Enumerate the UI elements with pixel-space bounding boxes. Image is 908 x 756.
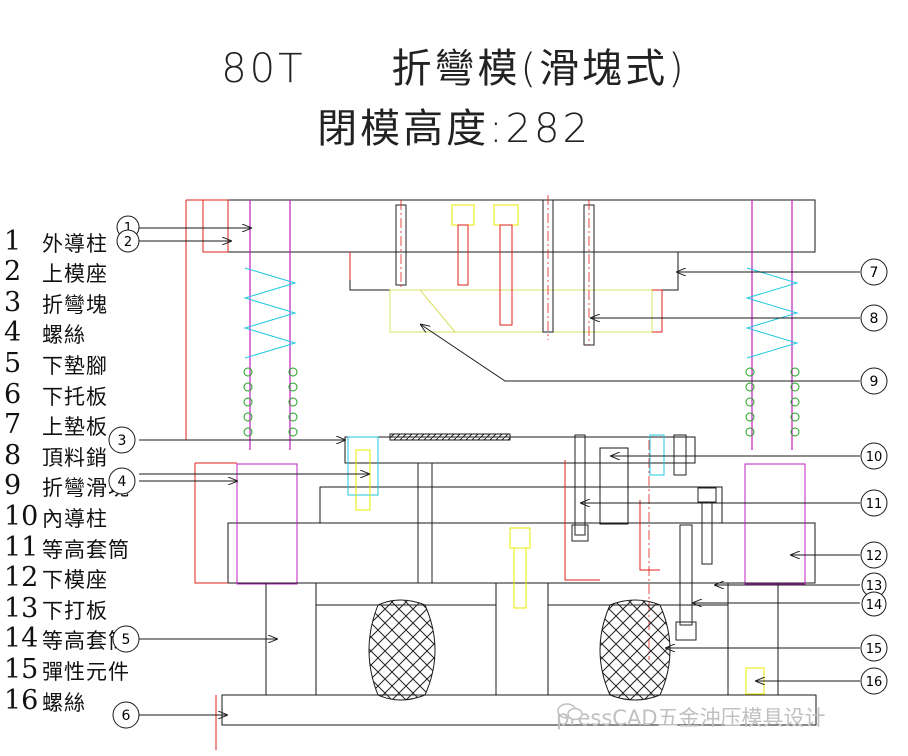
legend-number: 16: [4, 684, 39, 716]
balloon-10-label: 10: [866, 450, 883, 465]
lower-die-shoe: [227, 463, 816, 585]
bending-block: [389, 289, 653, 333]
legend-number: 15: [4, 653, 39, 685]
balloon-4: 4: [108, 467, 136, 495]
balloon-8: 8: [860, 304, 888, 332]
elastic-elements: [368, 599, 671, 701]
legend-part-name: 上墊板: [42, 415, 108, 440]
legend-number: 8: [4, 439, 22, 471]
legend-number: 2: [4, 256, 22, 288]
closed-height-label: 閉模高度:282: [317, 106, 591, 152]
balloon-15-label: 15: [866, 642, 883, 657]
legend-item: 1 外導柱: [4, 225, 174, 256]
legend-item: 8 頂料銷: [4, 439, 174, 470]
legend-part-name: 下墊腳: [42, 353, 108, 378]
lower-dims: [194, 460, 660, 750]
legend-part-name: 頂料銷: [42, 445, 108, 470]
legend-item: 7 上墊板: [4, 409, 174, 440]
guide-post-dims: [185, 199, 663, 441]
legend-part-name: 等高套筒: [42, 537, 130, 562]
legend-part-name: 下托板: [42, 384, 108, 409]
legend-item: 4 螺絲: [4, 317, 174, 348]
legend-number: 6: [4, 378, 22, 410]
legend-number: 14: [4, 623, 39, 655]
legend-item: 3 折彎塊: [4, 286, 174, 317]
legend-part-name: 折彎塊: [42, 292, 108, 317]
centerlines: [400, 195, 650, 660]
balloon-12: 12: [860, 541, 888, 569]
balloon-2-label: 2: [124, 235, 132, 250]
legend-number: 13: [4, 592, 39, 624]
legend-number: 9: [4, 470, 22, 502]
legend-number: 10: [4, 500, 39, 532]
balloon-7-label: 7: [870, 265, 879, 281]
balloon-5: 5: [112, 625, 140, 653]
balloon-13-label: 13: [866, 579, 883, 594]
legend-item: 5 下墊腳: [4, 347, 174, 378]
legend-number: 4: [4, 317, 22, 349]
upper-die-shoe: [227, 199, 816, 291]
watermark-text: pressCAD五金沖压模具设计: [556, 706, 826, 730]
balloon-10: 10: [860, 442, 888, 470]
legend-number: 3: [4, 286, 22, 318]
drawing-title: 80T 折彎模(滑塊式): [221, 46, 687, 92]
balloon-3-label: 3: [118, 433, 127, 449]
balloon-6: 6: [112, 701, 140, 729]
legend-part-name: 螺絲: [42, 323, 86, 348]
parts-legend: 1 外導柱 2 上模座 3 折彎塊 4 螺絲 5 下墊腳 6 下托板 7 上墊板 8 頂料銷 9…: [4, 225, 174, 715]
legend-part-name: 下模座: [42, 568, 108, 593]
stripper-plate: [344, 433, 696, 464]
legend-number: 1: [4, 225, 22, 257]
balloon-5-label: 5: [122, 632, 131, 648]
balloon-7: 7: [860, 258, 888, 286]
balloon-1-label: 1: [124, 221, 132, 236]
balloon-16: 16: [860, 667, 888, 695]
outer-guide-posts: [249, 200, 793, 450]
balloon-16-label: 16: [866, 675, 883, 690]
lower-screws: [347, 434, 765, 695]
balloon-3: 3: [108, 426, 136, 454]
legend-item: 6 下托板: [4, 378, 174, 409]
balloon-8-label: 8: [870, 311, 879, 327]
balloon-11: 11: [860, 489, 888, 517]
balloon-12-label: 12: [866, 549, 883, 564]
balloon-9: 9: [860, 367, 888, 395]
bending-slide: [319, 447, 723, 525]
wechat-icon: [557, 703, 583, 721]
balloon-6-label: 6: [122, 708, 131, 724]
legend-number: 11: [4, 531, 39, 563]
balloon-15: 15: [860, 634, 888, 662]
balloon-14: 14: [861, 591, 887, 617]
legend-part-name: 下打板: [42, 598, 108, 623]
upper-screws: [395, 199, 595, 346]
legend-number: 7: [4, 409, 22, 441]
leader-lines: [139, 228, 860, 715]
legend-part-name: 內導柱: [42, 506, 108, 531]
spring-coils: [243, 367, 800, 437]
balloon-14-label: 14: [866, 598, 883, 613]
balloon-11-label: 11: [866, 497, 883, 512]
legend-part-name: 上模座: [42, 262, 108, 287]
legend-part-name: 螺絲: [42, 690, 86, 715]
legend-number: 12: [4, 562, 39, 594]
springs: [243, 267, 799, 359]
legend-part-name: 外導柱: [42, 231, 108, 256]
legend-part-name: 彈性元件: [42, 659, 130, 684]
balloon-2: 2: [116, 229, 140, 253]
legend-number: 5: [4, 347, 22, 379]
legend-item: 2 上模座: [4, 256, 174, 287]
balloon-9-label: 9: [870, 374, 879, 390]
balloon-4-label: 4: [118, 474, 127, 490]
watermark: pressCAD五金沖压模具设计: [556, 702, 826, 732]
